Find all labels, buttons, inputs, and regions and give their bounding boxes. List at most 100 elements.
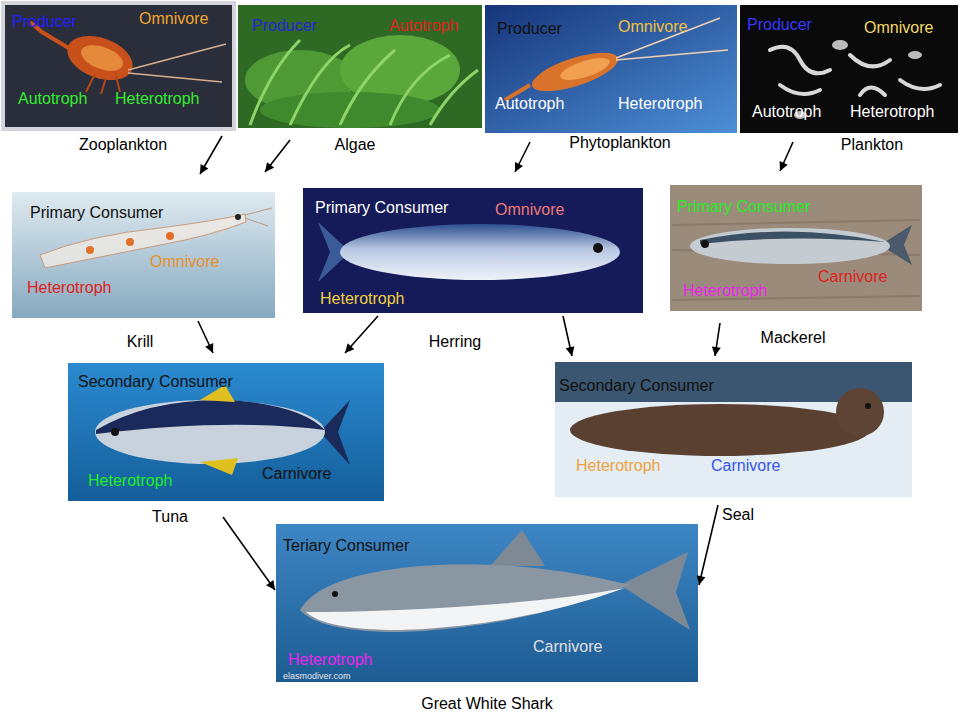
role-label: Teriary Consumer <box>283 537 409 555</box>
role-label: Omnivore <box>139 10 208 28</box>
role-label: Heterotroph <box>115 90 200 108</box>
species-name: Mackerel <box>761 329 826 347</box>
role-label: Primary Consumer <box>677 198 810 216</box>
organism-box: ProducerOmnivoreAutotrophHeterotrophPhyt… <box>485 5 737 133</box>
role-label: Secondary Consumer <box>78 373 233 391</box>
fish-back <box>700 231 885 244</box>
seal-head <box>836 388 884 436</box>
photo-background <box>276 524 698 682</box>
seal-body <box>570 404 870 456</box>
food-arrow <box>223 517 275 590</box>
organism-box: Primary ConsumerOmnivoreHeterotrophKrill <box>12 192 275 318</box>
wood-grain <box>672 220 920 300</box>
role-label: Primary Consumer <box>315 199 448 217</box>
species-name: Phytoplankton <box>569 134 670 152</box>
role-label: Carnivore <box>711 457 780 475</box>
copepod-antenna <box>616 18 728 60</box>
plankton-cell <box>908 51 922 59</box>
fish-body <box>340 224 620 280</box>
species-name: Great White Shark <box>421 695 553 713</box>
food-arrow <box>198 321 213 353</box>
krill-spot <box>166 232 174 240</box>
krill-antenna <box>245 208 272 226</box>
organism-box: Secondary ConsumerHeterotrophCarnivoreSe… <box>555 362 912 497</box>
photo-background <box>5 5 232 127</box>
role-label: Omnivore <box>495 201 564 219</box>
role-label: Producer <box>12 13 77 31</box>
role-label: Carnivore <box>262 465 331 483</box>
role-label: Autotroph <box>495 95 564 113</box>
plankton-cell <box>832 40 848 50</box>
role-label: Omnivore <box>864 19 933 37</box>
food-arrow <box>515 142 530 172</box>
shark-body <box>300 564 630 632</box>
species-name: Plankton <box>841 136 903 154</box>
photo-background <box>670 185 922 311</box>
copepod-body <box>61 28 139 89</box>
photo-background <box>555 362 912 497</box>
role-label: Omnivore <box>150 253 219 271</box>
shark-fin <box>490 530 545 566</box>
copepod-body <box>528 45 622 99</box>
role-label: Producer <box>252 17 317 35</box>
role-label: Producer <box>747 16 812 34</box>
organism-box: Primary ConsumerOmnivoreHeterotrophHerri… <box>303 188 643 313</box>
photo-background <box>238 5 482 128</box>
photo-background <box>68 363 384 501</box>
krill-eye <box>235 214 241 220</box>
species-name: Krill <box>127 333 154 351</box>
copepod-body <box>78 40 127 76</box>
food-arrow <box>780 142 793 171</box>
role-label: Carnivore <box>533 638 602 656</box>
seal-eye <box>865 403 871 409</box>
organism-box: ProducerOmnivoreAutotrophHeterotrophPlan… <box>740 5 958 133</box>
role-label: Autotroph <box>18 90 87 108</box>
plankton-worm <box>770 47 940 95</box>
krill-spot <box>126 238 134 246</box>
organism-box: Primary ConsumerCarnivoreHeterotrophMack… <box>670 185 922 311</box>
photo-background <box>740 5 958 133</box>
krill-spot <box>86 246 94 254</box>
photo-background <box>12 192 275 318</box>
watermark: elasmodiver.com <box>283 671 351 682</box>
role-label: Heterotroph <box>320 290 405 308</box>
algae-blade <box>250 40 478 125</box>
role-label: Carnivore <box>818 268 887 286</box>
species-name: Algae <box>335 136 376 154</box>
organism-box: ProducerOmnivoreAutotrophHeterotrophZoop… <box>2 2 235 130</box>
fish-body <box>95 400 325 464</box>
photo-background <box>303 188 643 313</box>
photo-frame <box>1 1 236 131</box>
shark-eye <box>332 591 338 597</box>
role-label: Autotroph <box>752 103 821 121</box>
role-label: Heterotroph <box>288 651 373 669</box>
species-name: Herring <box>429 333 481 351</box>
role-label: Primary Consumer <box>30 204 163 222</box>
species-name: Seal <box>722 506 754 524</box>
food-arrow <box>715 323 720 356</box>
organism-box: Teriary ConsumerHeterotrophCarnivoreGrea… <box>276 524 698 682</box>
organism-box: Secondary ConsumerHeterotrophCarnivoreTu… <box>68 363 384 501</box>
copepod-antenna <box>128 44 226 82</box>
photo-background <box>485 5 737 133</box>
food-arrow <box>699 505 718 585</box>
food-arrow <box>563 316 572 356</box>
fish-back <box>96 400 325 434</box>
role-label: Heterotroph <box>618 95 703 113</box>
role-label: Heterotroph <box>850 103 935 121</box>
copepod-leg <box>86 74 120 94</box>
fish-fin <box>200 385 238 475</box>
role-label: Heterotroph <box>88 472 173 490</box>
shark-tail <box>620 552 690 630</box>
fish-eye <box>111 428 119 436</box>
fish-body <box>690 228 890 264</box>
copepod-body <box>558 53 612 84</box>
role-label: Secondary Consumer <box>559 377 714 395</box>
role-label: Omnivore <box>618 18 687 36</box>
shark-belly <box>306 588 625 630</box>
fish-eye <box>593 243 603 253</box>
role-label: Producer <box>497 20 562 38</box>
role-label: Heterotroph <box>683 282 768 300</box>
fish-eye <box>701 240 709 248</box>
role-label: Heterotroph <box>27 279 112 297</box>
